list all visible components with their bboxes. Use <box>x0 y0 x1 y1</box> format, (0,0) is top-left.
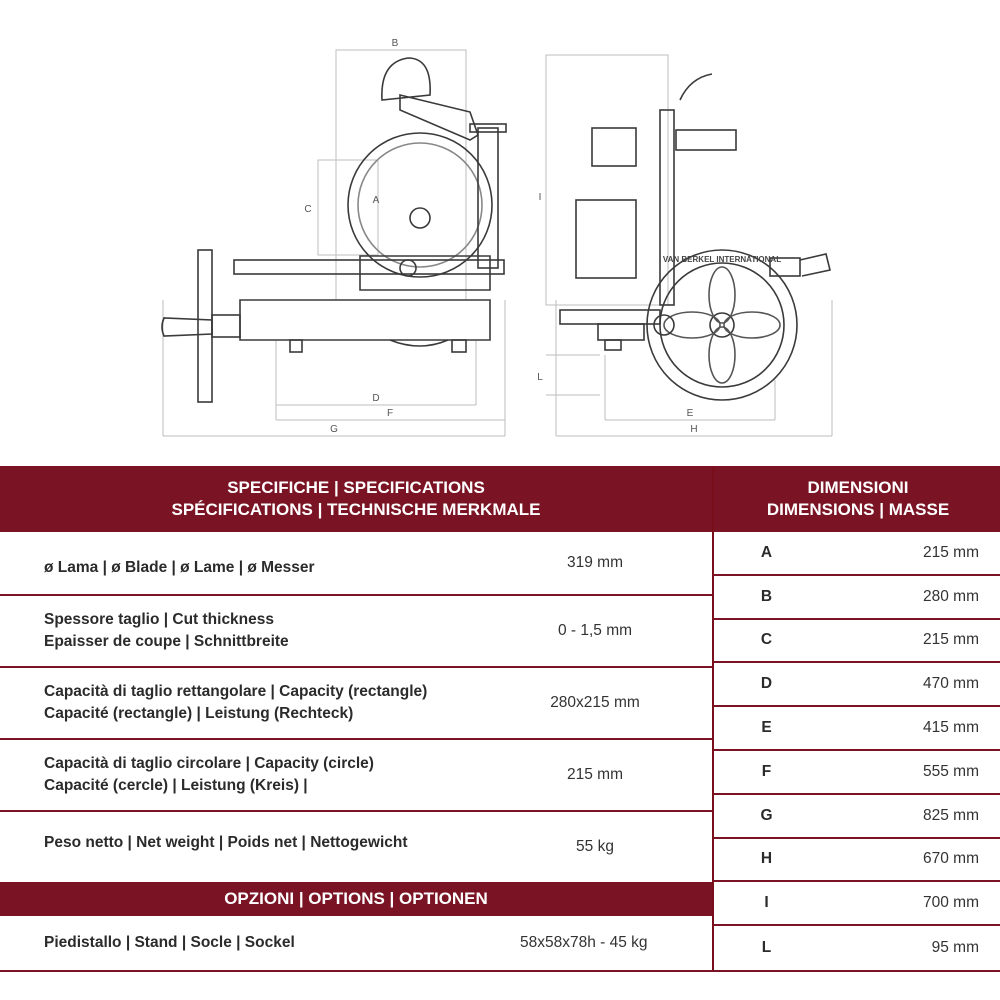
brand-arc-text: VAN BERKEL INTERNATIONAL <box>663 255 781 264</box>
spec-value: 319 mm <box>567 554 623 571</box>
dimension-key: I <box>764 894 769 912</box>
slicer-technical-drawing: VAN BERKEL INTERNATIONAL B C A D F G E H… <box>161 38 833 437</box>
dim-label-b: B <box>392 38 399 49</box>
specifications-panel: SPECIFICHE | SPECIFICATIONS SPÉCIFICATIO… <box>0 466 712 972</box>
dim-label-e: E <box>687 408 694 419</box>
dimension-value: 215 mm <box>923 543 979 561</box>
option-value: 58x58x78h - 45 kg <box>520 934 648 951</box>
dimension-value: 470 mm <box>923 675 979 693</box>
spec-value: 0 - 1,5 mm <box>557 622 633 639</box>
dimension-row-e: E 415 mm <box>714 707 1000 751</box>
spec-value: 55 kg <box>576 838 614 855</box>
dimension-key: B <box>760 587 773 605</box>
spec-label: Capacità di taglio rettangolare | Capaci… <box>44 683 428 700</box>
dimensions-panel: DIMENSIONI DIMENSIONS | MASSE A 215 mm B 28… <box>712 466 1000 972</box>
spec-label: Capacité (rectangle) | Leistung (Rechtec… <box>44 705 354 722</box>
dimension-value: 280 mm <box>923 587 979 605</box>
dimension-row-l: L 95 mm <box>714 926 1000 970</box>
specifications-header-line2: SPÉCIFICATIONS | TECHNISCHE MERKMALE <box>171 500 541 519</box>
specifications-header: SPECIFICHE | SPECIFICATIONS SPÉCIFICATIO… <box>0 466 712 532</box>
dimension-value: 825 mm <box>923 806 979 824</box>
dim-label-i: I <box>539 192 542 203</box>
spec-label: Capacité (cercle) | Leistung (Kreis) | <box>44 777 308 794</box>
dimension-key: L <box>761 939 772 957</box>
dim-label-g: G <box>330 424 338 435</box>
dimension-value: 215 mm <box>923 631 979 649</box>
dimension-row-h: H 670 mm <box>714 839 1000 883</box>
dimension-value: 670 mm <box>923 850 979 868</box>
option-row-stand: Piedistallo | Stand | Socle | Sockel 58x… <box>0 916 712 970</box>
dim-label-h: H <box>690 424 697 435</box>
dimension-row-d: D 470 mm <box>714 663 1000 708</box>
spec-value: 215 mm <box>567 766 623 783</box>
dimension-key: C <box>760 631 773 649</box>
spec-label: ø Lama | ø Blade | ø Lame | ø Messer <box>44 559 315 576</box>
dimension-value: 555 mm <box>923 762 979 780</box>
spec-label: Spessore taglio | Cut thickness <box>44 611 275 628</box>
table-bottom-border <box>0 970 1000 972</box>
dimension-row-i: I 700 mm <box>714 882 1000 927</box>
spec-table: SPECIFICHE | SPECIFICATIONS SPÉCIFICATIO… <box>0 466 1000 972</box>
dim-label-c: C <box>304 204 311 215</box>
spec-row-capacity-rectangle: Capacità di taglio rettangolare | Capaci… <box>0 668 712 740</box>
dimension-row-g: G 825 mm <box>714 795 1000 839</box>
dimension-row-c: C 215 mm <box>714 620 1000 664</box>
spec-value: 280x215 mm <box>550 694 640 711</box>
spec-row-capacity-circle: Capacità di taglio circolare | Capacity … <box>0 740 712 812</box>
dimension-key: E <box>761 719 772 737</box>
dimension-key: G <box>760 806 773 824</box>
specifications-header-line1: SPECIFICHE | SPECIFICATIONS <box>227 478 485 497</box>
dimensions-header: DIMENSIONI DIMENSIONS | MASSE <box>714 466 1000 532</box>
options-header: OPZIONI | OPTIONS | OPTIONEN <box>0 882 712 916</box>
spec-row-blade: ø Lama | ø Blade | ø Lame | ø Messer 319… <box>0 532 712 596</box>
dimension-row-f: F 555 mm <box>714 751 1000 795</box>
dimensions-header-line2: DIMENSIONS | MASSE <box>766 500 950 519</box>
dimension-key: H <box>760 850 773 868</box>
spec-label: Peso netto | Net weight | Poids net | Ne… <box>44 834 408 851</box>
dimension-value: 95 mm <box>931 939 979 957</box>
spec-row-cut-thickness: Spessore taglio | Cut thickness Epaisser… <box>0 596 712 668</box>
spec-row-net-weight: Peso netto | Net weight | Poids net | Ne… <box>0 812 712 882</box>
dimension-value: 700 mm <box>923 894 979 912</box>
spec-label: Epaisser de coupe | Schnittbreite <box>44 633 289 650</box>
dim-label-f: F <box>387 408 393 419</box>
spec-label: Capacità di taglio circolare | Capacity … <box>44 755 374 772</box>
dimension-row-b: B 280 mm <box>714 576 1000 620</box>
dim-label-a: A <box>373 195 380 206</box>
dimension-key: F <box>761 762 772 780</box>
dim-label-d: D <box>372 393 379 404</box>
dimension-key: D <box>760 675 773 693</box>
dimension-key: A <box>760 543 773 561</box>
dim-label-l: L <box>537 372 543 383</box>
option-label: Piedistallo | Stand | Socle | Sockel <box>44 934 295 951</box>
dimensions-header-line1: DIMENSIONI <box>807 478 909 497</box>
dimension-value: 415 mm <box>923 719 979 737</box>
dimension-row-a: A 215 mm <box>714 532 1000 576</box>
